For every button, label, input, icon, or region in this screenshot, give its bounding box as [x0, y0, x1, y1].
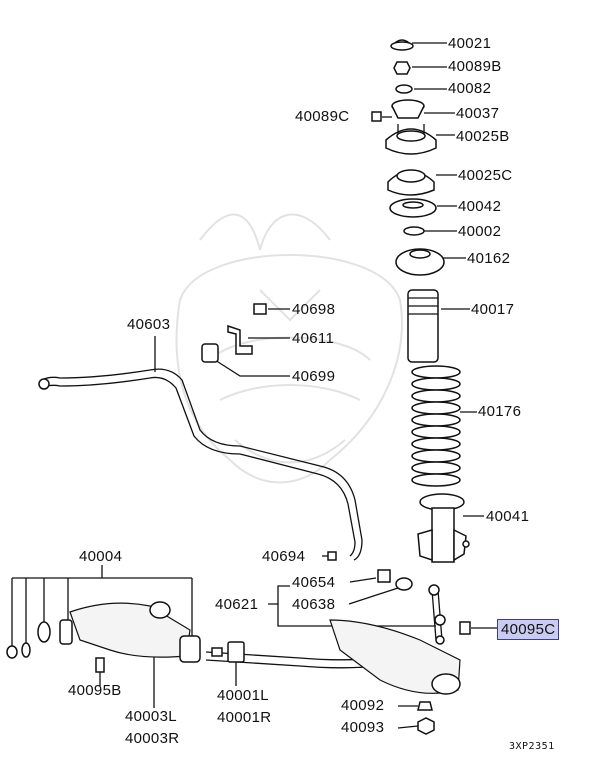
part-label-40042[interactable]: 40042: [458, 198, 502, 215]
part-label-40004[interactable]: 40004: [79, 548, 123, 565]
strut-body: [417, 493, 470, 563]
lower-arm: [6, 601, 471, 735]
stabilizer-bar: [38, 303, 413, 591]
strut-top-parts: [371, 39, 445, 363]
part-label-40025c[interactable]: 40025C: [458, 167, 513, 184]
part-label-40037[interactable]: 40037: [456, 105, 500, 122]
part-label-40017[interactable]: 40017: [471, 301, 515, 318]
part-label-40611[interactable]: 40611: [292, 330, 335, 347]
coil-spring: [411, 365, 461, 487]
leader-lines: [11, 42, 497, 729]
part-label-40001l[interactable]: 40001L: [217, 687, 269, 704]
part-label-40001r[interactable]: 40001R: [217, 709, 272, 726]
part-label-40603[interactable]: 40603: [127, 316, 171, 333]
part-label-40082[interactable]: 40082: [448, 80, 492, 97]
part-label-40176[interactable]: 40176: [478, 403, 522, 420]
part-label-40025b[interactable]: 40025B: [456, 128, 510, 145]
part-label-40095c-highlighted[interactable]: 40095C: [497, 619, 560, 640]
part-label-40654[interactable]: 40654: [292, 574, 336, 591]
part-label-40002[interactable]: 40002: [458, 223, 502, 240]
part-label-40699[interactable]: 40699: [292, 368, 336, 385]
stabilizer-link: [428, 584, 446, 645]
part-label-40694[interactable]: 40694: [262, 548, 306, 565]
part-label-40093[interactable]: 40093: [341, 719, 385, 736]
part-label-40041[interactable]: 40041: [486, 508, 530, 525]
part-label-40089b[interactable]: 40089B: [448, 58, 502, 75]
part-label-40003l[interactable]: 40003L: [125, 708, 177, 725]
diagram-code: 3XP2351: [509, 741, 555, 752]
part-label-40162[interactable]: 40162: [467, 250, 511, 267]
part-label-40621[interactable]: 40621: [215, 596, 259, 613]
part-label-40638[interactable]: 40638: [292, 596, 336, 613]
part-label-40021[interactable]: 40021: [448, 35, 492, 52]
part-label-40089c[interactable]: 40089C: [295, 108, 350, 125]
part-label-40092[interactable]: 40092: [341, 697, 385, 714]
part-label-40095b[interactable]: 40095B: [68, 682, 122, 699]
part-label-40698[interactable]: 40698: [292, 301, 336, 318]
part-label-40003r[interactable]: 40003R: [125, 730, 180, 747]
